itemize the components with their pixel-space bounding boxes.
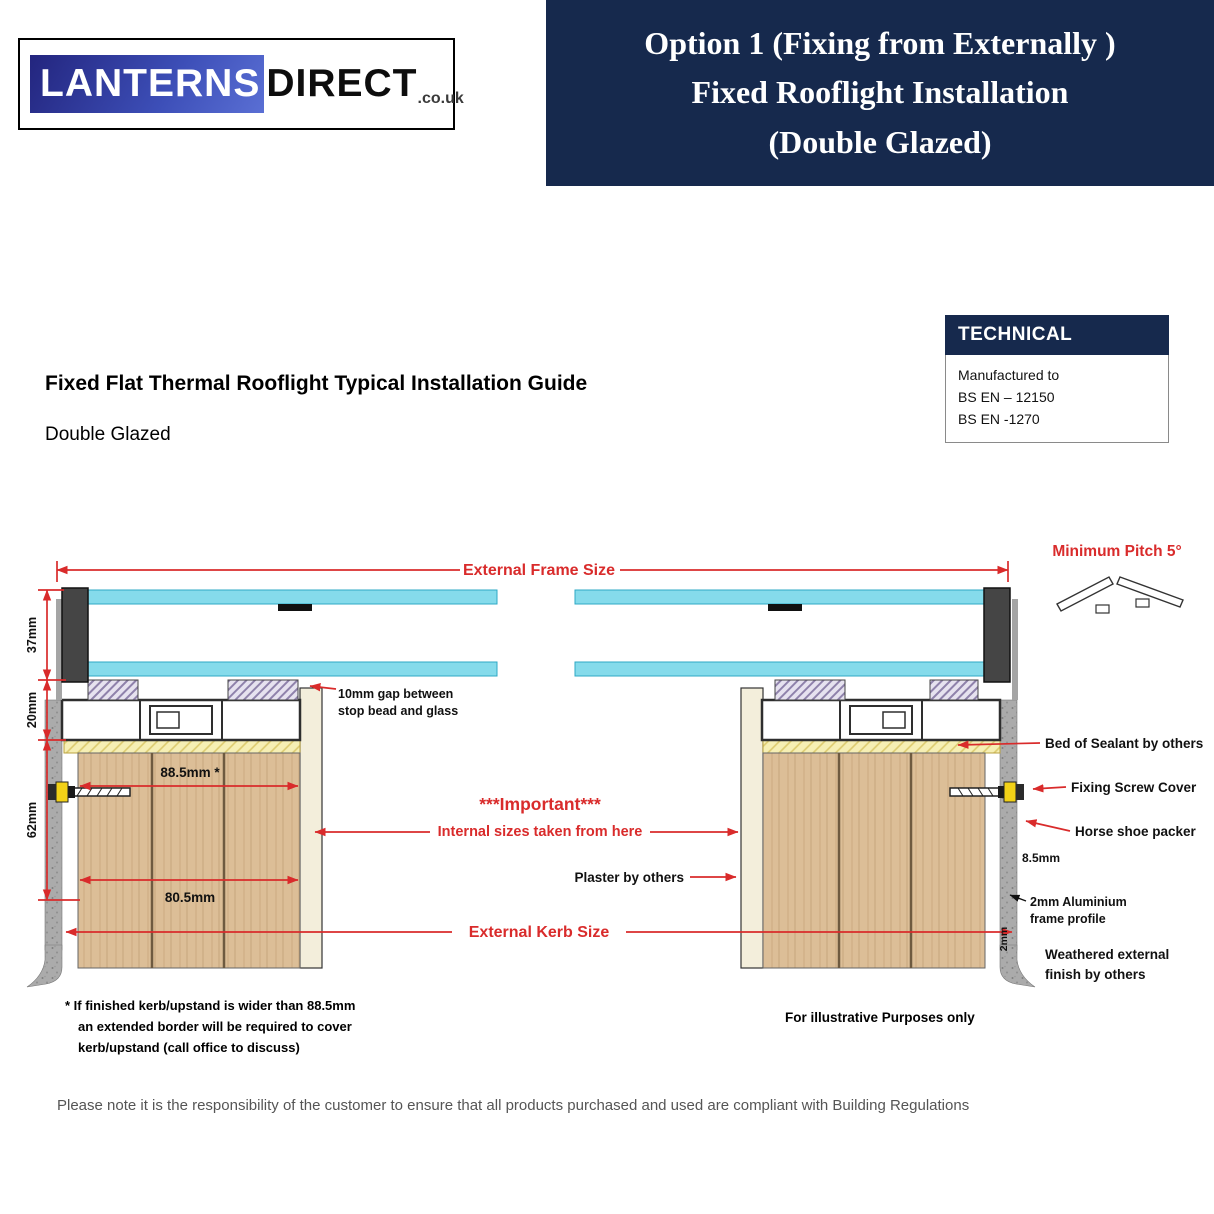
screw-cover-cap — [55, 781, 69, 803]
technical-box: TECHNICAL Manufactured to BS EN – 12150 … — [945, 315, 1169, 443]
banner-line-1: Option 1 (Fixing from Externally ) — [644, 24, 1116, 61]
dim-37mm-label: 37mm — [25, 617, 39, 653]
kerb-right — [762, 752, 986, 969]
illustrative-note: For illustrative Purposes only — [785, 1010, 975, 1025]
logo: LANTERNS DIRECT .co.uk — [18, 38, 464, 130]
logo-tld-text: .co.uk — [417, 90, 464, 107]
stop-bead-right — [740, 687, 764, 969]
weathered-label-2: finish by others — [1045, 967, 1146, 982]
gap-note-line-1: 10mm gap between — [338, 687, 453, 701]
title-banner: Option 1 (Fixing from Externally ) Fixed… — [546, 0, 1214, 186]
pitch-support — [1135, 598, 1150, 608]
dim-20mm-label: 20mm — [25, 692, 39, 728]
gasket-hatch — [227, 679, 299, 701]
frame-edge-left — [56, 599, 62, 700]
kerb-footnote-line-2: an extended border will be required to c… — [78, 1019, 352, 1034]
minimum-pitch-icon — [1056, 576, 1184, 614]
technical-box-body: Manufactured to BS EN – 12150 BS EN -127… — [945, 355, 1169, 443]
screw-collar — [998, 786, 1004, 798]
plaster-label: Plaster by others — [574, 870, 684, 885]
stop-bead-left — [299, 687, 323, 969]
frame-chamber — [156, 711, 180, 729]
frame-chamber — [882, 711, 906, 729]
left-section — [26, 587, 498, 988]
technical-line: BS EN -1270 — [958, 411, 1040, 427]
alu-profile-label-1: 2mm Aluminium — [1030, 895, 1127, 909]
glass-pane-bottom-left — [83, 661, 498, 677]
frame-edge-right — [1012, 599, 1018, 700]
gasket-hatch — [929, 679, 979, 701]
technical-line: Manufactured to — [958, 367, 1060, 383]
dim-62mm-label: 62mm — [25, 802, 39, 838]
external-kerb-size-label: External Kerb Size — [469, 924, 610, 941]
minimum-pitch-label: Minimum Pitch 5° — [1052, 543, 1181, 560]
banner-line-2: Fixed Rooflight Installation — [691, 74, 1069, 111]
dim-2mm-label: 2mm — [998, 927, 1010, 952]
screw-cover-cap — [1003, 781, 1017, 803]
pitch-panel-right — [1116, 576, 1184, 608]
gap-note-line-2: stop bead and glass — [338, 704, 458, 718]
frame-profile-callout-arrow — [1009, 894, 1027, 902]
page-title: Fixed Flat Thermal Rooflight Typical Ins… — [45, 372, 588, 395]
sealant-label: Bed of Sealant by others — [1045, 736, 1203, 751]
gap-note-arrow — [309, 683, 337, 692]
packer-callout-arrow — [1025, 819, 1071, 832]
sealant-callout-arrow — [957, 740, 1041, 749]
screw-thread — [967, 787, 974, 797]
weathered-finish-left-foot — [26, 944, 63, 988]
alu-profile-label-2: frame profile — [1030, 912, 1106, 926]
page-subtitle: Double Glazed — [45, 424, 171, 445]
dimension-lines — [38, 561, 1071, 937]
dim-8-5mm-label: 8.5mm — [1022, 851, 1060, 865]
right-section — [574, 587, 1036, 988]
glass-pane-bottom-right — [574, 661, 989, 677]
installation-cross-section-diagram: External Frame Size Minimum Pitch 5° 37m… — [25, 543, 1203, 988]
screw-head — [48, 784, 56, 800]
dim-80-5mm-label: 80.5mm — [165, 890, 215, 905]
logo-direct-text: DIRECT — [266, 62, 418, 105]
glass-spacer-right — [768, 604, 802, 611]
compliance-disclaimer: Please note it is the responsibility of … — [57, 1097, 970, 1114]
banner-line-3: (Double Glazed) — [768, 123, 992, 160]
sealant-bed-right — [762, 739, 1001, 754]
weathered-finish-right — [999, 699, 1018, 951]
logo-lanterns-text: LANTERNS — [30, 55, 265, 113]
glass-pane-top-right — [574, 589, 1011, 605]
glass-pane-top-left — [61, 589, 498, 605]
pitch-support — [1095, 604, 1110, 614]
screw-cover-label: Fixing Screw Cover — [1071, 780, 1197, 795]
screw-thread — [957, 787, 964, 797]
external-frame-size-label: External Frame Size — [463, 562, 615, 579]
technical-line: BS EN – 12150 — [958, 389, 1055, 405]
weathered-finish-right-foot — [999, 944, 1036, 988]
sealant-bed-left — [63, 739, 301, 754]
important-label: ***Important*** — [479, 794, 601, 814]
kerb-footnote-line-1: * If finished kerb/upstand is wider than… — [65, 998, 356, 1013]
glass-spacer-left — [278, 604, 312, 611]
kerb-footnote-line-3: kerb/upstand (call office to discuss) — [78, 1040, 300, 1055]
gasket-hatch — [87, 679, 139, 701]
internal-sizes-label: Internal sizes taken from here — [438, 824, 643, 840]
kerb-footnote: * If finished kerb/upstand is wider than… — [65, 995, 355, 1058]
packer-label: Horse shoe packer — [1075, 824, 1197, 839]
screw-thread — [987, 787, 994, 797]
technical-box-title: TECHNICAL — [945, 315, 1169, 355]
dim-88-5mm-label: 88.5mm * — [160, 765, 220, 780]
glazing-end-cap-right — [983, 587, 1011, 683]
screw-thread — [977, 787, 984, 797]
screw-shaft — [949, 787, 1003, 797]
weathered-label-1: Weathered external — [1045, 947, 1169, 962]
pitch-panel-left — [1056, 576, 1114, 612]
screw-head — [1016, 784, 1024, 800]
screw-collar — [68, 786, 75, 798]
screw-cover-callout-arrow — [1032, 784, 1067, 793]
glazing-end-cap-left — [61, 587, 89, 683]
gasket-hatch — [774, 679, 846, 701]
fixing-screw-right — [949, 781, 1024, 803]
